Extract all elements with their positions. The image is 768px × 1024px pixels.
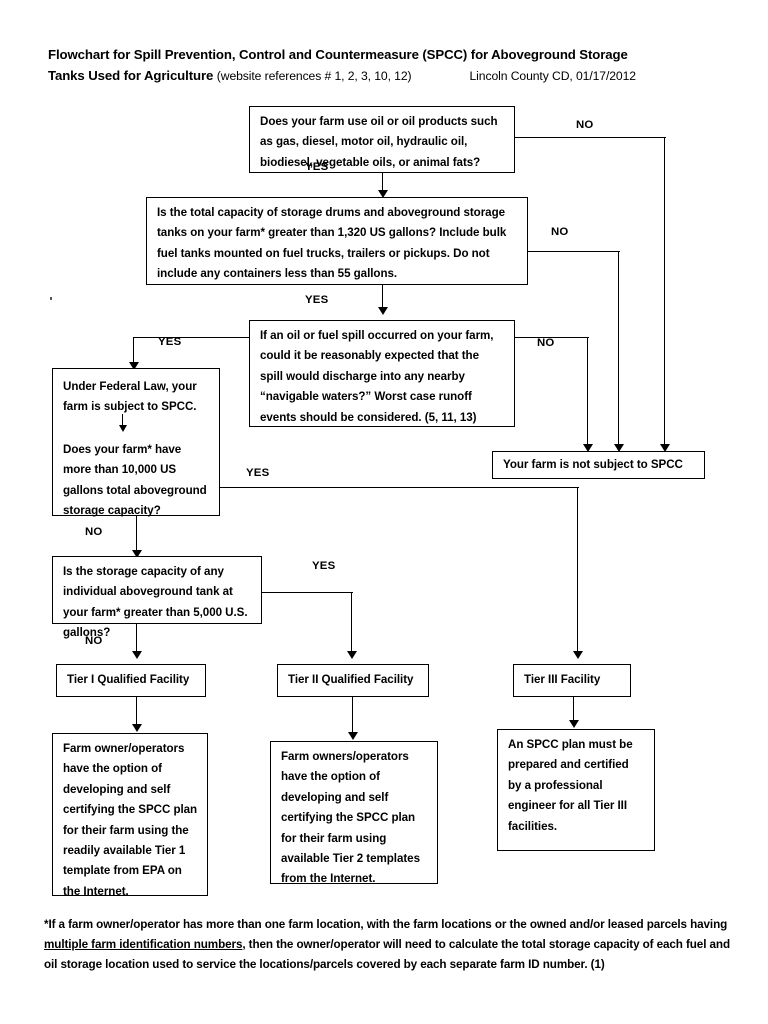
title-bold-part: Tanks Used for Agriculture bbox=[48, 68, 217, 83]
outcome-detail-tier3-text: An SPCC plan must be prepared and certif… bbox=[508, 738, 633, 833]
decision-box-total-capacity: Is the total capacity of storage drums a… bbox=[146, 197, 528, 285]
edge-q5-yes-horizontal bbox=[262, 592, 353, 594]
edge-tier3-detail-vertical bbox=[573, 697, 575, 725]
page-title: Flowchart for Spill Prevention, Control … bbox=[48, 44, 730, 87]
edge-q3-no-horizontal bbox=[515, 337, 589, 339]
edge-q4-no-vertical bbox=[136, 516, 138, 556]
edge-label-q2-yes: YES bbox=[305, 294, 329, 306]
edge-q2-yes-arrowhead bbox=[378, 307, 388, 315]
decision-box-oil-use-text: Does your farm use oil or oil products s… bbox=[260, 115, 498, 169]
decision-box-federal-law-statement: Under Federal Law, your farm is subject … bbox=[63, 380, 197, 414]
edge-tier2-detail-arrowhead bbox=[348, 732, 358, 740]
edge-q1-no-horizontal bbox=[515, 137, 666, 139]
edge-internal-federal-law-vertical bbox=[122, 414, 124, 429]
outcome-box-tier3-text: Tier III Facility bbox=[524, 673, 601, 687]
outcome-detail-tier2: Farm owners/operators have the option of… bbox=[270, 741, 438, 885]
outcome-box-tier3: Tier III Facility bbox=[513, 664, 631, 697]
outcome-box-tier1-text: Tier I Qualified Facility bbox=[67, 673, 190, 687]
footnote: *If a farm owner/operator has more than … bbox=[44, 915, 732, 975]
decision-box-total-capacity-text: Is the total capacity of storage drums a… bbox=[157, 206, 507, 281]
edge-q5-no-vertical bbox=[136, 624, 138, 657]
edge-q5-yes-vertical bbox=[351, 592, 353, 654]
edge-q4-yes-arrowhead bbox=[573, 651, 583, 659]
edge-q4-yes-vertical bbox=[577, 487, 579, 654]
outcome-detail-tier1: Farm owner/operators have the option of … bbox=[52, 733, 208, 898]
decision-box-individual-tank: Is the storage capacity of any individua… bbox=[52, 556, 262, 639]
decision-box-oil-use: Does your farm use oil or oil products s… bbox=[249, 106, 515, 173]
title-line-1: Flowchart for Spill Prevention, Control … bbox=[48, 47, 628, 62]
credit-line: Lincoln County CD, 01/17/2012 bbox=[469, 69, 636, 83]
footnote-part-2: , then the owner/operator will need to c… bbox=[44, 938, 730, 971]
outcome-detail-tier3: An SPCC plan must be prepared and certif… bbox=[497, 729, 655, 851]
footnote-underlined-phrase: multiple farm identification numbers bbox=[44, 938, 243, 951]
decision-box-navigable-waters: If an oil or fuel spill occurred on your… bbox=[249, 320, 515, 427]
edge-label-q4-yes: YES bbox=[246, 467, 270, 479]
edge-q4-no-arrowhead bbox=[132, 550, 142, 558]
edge-tier1-detail-arrowhead bbox=[132, 724, 142, 732]
edge-q1-yes-vertical bbox=[382, 173, 384, 196]
decision-box-federal-law-spacer bbox=[63, 418, 210, 440]
edge-q5-no-arrowhead bbox=[132, 651, 142, 659]
edge-q4-yes-horizontal bbox=[220, 487, 579, 489]
edge-label-q3-no: NO bbox=[537, 337, 555, 349]
edge-q1-no-arrowhead bbox=[660, 444, 670, 452]
edge-q3-no-vertical bbox=[587, 337, 589, 447]
edge-label-q2-no: NO bbox=[551, 226, 569, 238]
decision-box-federal-law: Under Federal Law, your farm is subject … bbox=[52, 368, 220, 517]
scan-speck bbox=[50, 297, 52, 300]
edge-q1-yes-arrowhead bbox=[378, 190, 388, 198]
edge-q2-no-arrowhead bbox=[614, 444, 624, 452]
decision-box-federal-law-question: Does your farm* have more than 10,000 US… bbox=[63, 442, 207, 518]
outcome-detail-tier2-text: Farm owners/operators have the option of… bbox=[281, 750, 420, 886]
outcome-detail-tier1-text: Farm owner/operators have the option of … bbox=[63, 742, 198, 898]
title-reference-note: (website references # 1, 2, 3, 10, 12) bbox=[216, 69, 412, 83]
edge-tier3-detail-arrowhead bbox=[569, 720, 579, 728]
edge-tier2-detail-vertical bbox=[352, 697, 354, 737]
edge-q1-no-vertical bbox=[664, 137, 666, 447]
edge-q3-yes-arrowhead bbox=[129, 362, 139, 370]
edge-label-q1-no: NO bbox=[576, 119, 594, 131]
decision-box-individual-tank-text: Is the storage capacity of any individua… bbox=[63, 565, 248, 640]
edge-q3-no-arrowhead bbox=[583, 444, 593, 452]
edge-q3-yes-horizontal bbox=[133, 337, 250, 339]
outcome-box-tier1: Tier I Qualified Facility bbox=[56, 664, 206, 697]
edge-label-q4-no: NO bbox=[85, 526, 103, 538]
edge-tier1-detail-vertical bbox=[136, 697, 138, 729]
edge-q5-yes-arrowhead bbox=[347, 651, 357, 659]
edge-q2-no-vertical bbox=[618, 251, 620, 447]
outcome-box-not-subject: Your farm is not subject to SPCC bbox=[492, 451, 705, 479]
edge-label-q3-yes: YES bbox=[158, 336, 182, 348]
edge-q2-no-horizontal bbox=[528, 251, 620, 253]
edge-q2-yes-vertical bbox=[382, 285, 384, 313]
outcome-box-not-subject-text: Your farm is not subject to SPCC bbox=[503, 457, 683, 471]
edge-label-q5-no: NO bbox=[85, 635, 103, 647]
title-line-2: Tanks Used for Agriculture (website refe… bbox=[48, 65, 730, 87]
decision-box-navigable-waters-text: If an oil or fuel spill occurred on your… bbox=[260, 329, 494, 424]
outcome-box-tier2-text: Tier II Qualified Facility bbox=[288, 673, 414, 687]
edge-label-q1-yes: YES bbox=[305, 161, 329, 173]
outcome-box-tier2: Tier II Qualified Facility bbox=[277, 664, 429, 697]
edge-q3-yes-vertical bbox=[133, 337, 135, 367]
edge-label-q5-yes: YES bbox=[312, 560, 336, 572]
footnote-part-1: *If a farm owner/operator has more than … bbox=[44, 918, 728, 931]
edge-internal-federal-law-arrowhead bbox=[118, 425, 127, 432]
